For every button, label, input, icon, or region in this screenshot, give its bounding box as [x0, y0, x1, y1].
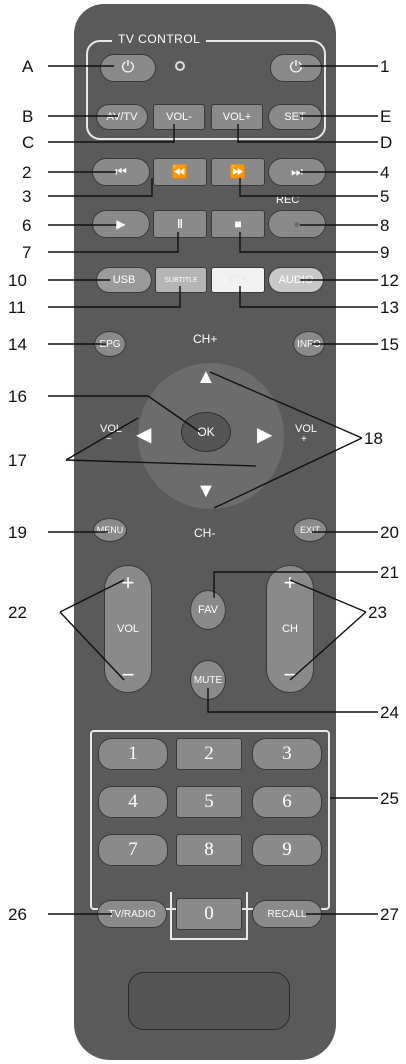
callout-26: 26 — [8, 905, 27, 924]
plus-icon: + — [283, 570, 297, 595]
fast-forward-icon: ⏩ — [229, 164, 247, 179]
callout-11: 11 — [8, 298, 26, 317]
digit-2-button[interactable]: 2 — [176, 738, 242, 770]
rec-label: REC — [276, 194, 300, 206]
tv-radio-button[interactable]: TV/RADIO — [97, 900, 167, 928]
callout-B: B — [22, 107, 34, 126]
digit-3-button[interactable]: 3 — [252, 738, 322, 770]
power-icon: ⏻ — [289, 59, 303, 76]
callout-19: 19 — [8, 523, 27, 542]
power-icon: ⏻ — [121, 59, 135, 76]
callout-E: E — [380, 107, 392, 126]
stop-icon: ■ — [234, 217, 242, 231]
callout-5: 5 — [380, 187, 390, 206]
digit-4-button[interactable]: 4 — [98, 786, 168, 818]
dpad-down-button[interactable]: ▼ — [196, 480, 216, 503]
dpad-up-button[interactable]: ▲ — [196, 366, 216, 389]
ch-plus-label: CH+ — [193, 332, 218, 346]
callout-18: 18 — [364, 429, 383, 448]
vol-right-label: VOL — [295, 423, 318, 435]
pause-icon: ‖ — [177, 217, 183, 231]
subtitle-button[interactable]: SUBTITLE — [155, 267, 207, 293]
volume-rocker-label: VOL — [116, 623, 139, 635]
rewind-icon: ⏪ — [171, 164, 189, 179]
arrow-up-icon: ▲ — [196, 366, 216, 388]
prev-track-icon: ⏮ — [115, 164, 127, 179]
ttx-button[interactable]: TTX — [211, 267, 265, 293]
dpad-left-button[interactable]: ◀ — [136, 422, 151, 447]
vol-right-sign: + — [301, 434, 307, 445]
stop-button[interactable]: ■ — [211, 210, 265, 238]
callout-23: 23 — [368, 603, 387, 622]
callout-3: 3 — [22, 187, 32, 206]
vol-plus-button[interactable]: VOL+ — [211, 104, 263, 130]
callout-15: 15 — [380, 335, 399, 354]
arrow-right-icon: ▶ — [257, 424, 273, 446]
next-track-icon: ⏭ — [291, 164, 303, 179]
numpad-zero-frame — [170, 892, 248, 940]
digit-1-button[interactable]: 1 — [98, 738, 168, 770]
play-button[interactable]: ▶ — [92, 210, 150, 238]
callout-2: 2 — [22, 163, 32, 182]
pause-button[interactable]: ‖ — [153, 210, 207, 238]
fav-button[interactable]: FAV — [190, 590, 226, 630]
callout-25: 25 — [380, 789, 399, 808]
tv-power-button[interactable]: ⏻ — [100, 54, 156, 82]
callout-21: 21 — [380, 563, 399, 582]
callout-20: 20 — [380, 523, 399, 542]
callout-4: 4 — [380, 163, 390, 182]
vol-left-label: VOL — [100, 423, 123, 435]
set-button[interactable]: SET — [268, 104, 322, 130]
vol-minus-button[interactable]: VOL- — [153, 104, 205, 130]
tv-control-title: TV CONTROL — [112, 32, 207, 46]
digit-5-button[interactable]: 5 — [176, 786, 242, 818]
ok-button[interactable]: OK — [181, 412, 231, 452]
callout-12: 12 — [380, 271, 399, 290]
exit-button[interactable]: EXIT — [293, 518, 327, 542]
play-icon: ▶ — [116, 217, 126, 231]
callout-8: 8 — [380, 216, 390, 235]
indicator-led — [175, 61, 185, 71]
menu-button[interactable]: MENU — [93, 518, 127, 542]
arrow-down-icon: ▼ — [196, 480, 216, 502]
callout-22: 22 — [8, 603, 27, 622]
callout-1: 1 — [380, 57, 390, 76]
callout-24: 24 — [380, 703, 399, 722]
callout-A: A — [22, 57, 34, 76]
callout-17: 17 — [8, 451, 27, 470]
callout-7: 7 — [22, 243, 32, 262]
digit-0-button[interactable]: 0 — [176, 898, 242, 930]
record-icon: ● — [293, 217, 301, 231]
av-tv-button[interactable]: AV/TV — [96, 104, 148, 130]
stb-power-button[interactable]: ⏻ — [270, 54, 322, 82]
minus-icon: − — [283, 662, 297, 687]
callout-27: 27 — [380, 905, 399, 924]
plus-icon: + — [121, 570, 135, 595]
channel-rocker-label: CH — [282, 623, 298, 635]
callout-D: D — [380, 133, 393, 152]
fast-forward-button[interactable]: ⏩ — [211, 158, 265, 186]
callout-C: C — [22, 133, 35, 152]
digit-7-button[interactable]: 7 — [98, 834, 168, 866]
record-button[interactable]: ● — [268, 210, 326, 238]
arrow-left-icon: ◀ — [136, 424, 152, 446]
ir-window — [128, 972, 290, 1030]
callout-9: 9 — [380, 243, 390, 262]
vol-left-sign: − — [106, 434, 112, 445]
rewind-button[interactable]: ⏪ — [153, 158, 207, 186]
usb-button[interactable]: USB — [96, 267, 152, 293]
callout-6: 6 — [22, 216, 32, 235]
callout-16: 16 — [8, 387, 27, 406]
dpad-right-button[interactable]: ▶ — [257, 422, 272, 447]
callout-10: 10 — [8, 271, 27, 290]
callout-14: 14 — [8, 335, 27, 354]
minus-icon: − — [121, 662, 135, 687]
digit-6-button[interactable]: 6 — [252, 786, 322, 818]
digit-8-button[interactable]: 8 — [176, 834, 242, 866]
callout-13: 13 — [380, 298, 399, 317]
ch-minus-label: CH- — [194, 526, 216, 540]
digit-9-button[interactable]: 9 — [252, 834, 322, 866]
